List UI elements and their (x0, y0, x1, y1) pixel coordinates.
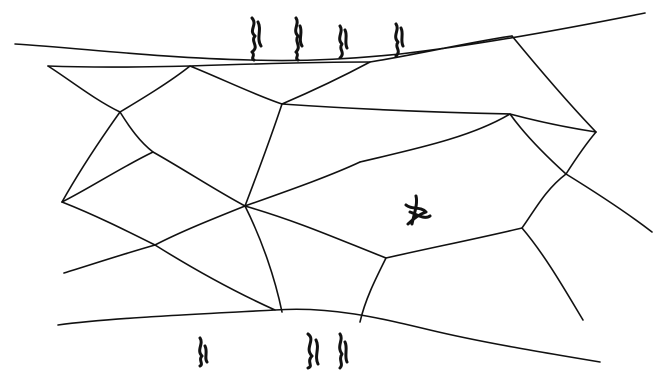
network-edge (61, 201, 156, 246)
bottom-boundary-line (57, 308, 601, 363)
network-edge (61, 151, 154, 203)
network-edge (154, 244, 276, 311)
figure-center (404, 194, 432, 226)
network-edge (244, 161, 361, 207)
network-edge (359, 113, 511, 163)
network-edge (281, 61, 371, 105)
figure-top-3 (338, 24, 349, 60)
network-edge (509, 113, 567, 175)
network-edge (47, 61, 371, 68)
network-edge (63, 244, 156, 274)
network-edge (565, 131, 597, 175)
network-edge (521, 173, 567, 229)
network-edge (521, 227, 584, 321)
network-edge (189, 65, 283, 105)
top-boundary-line (14, 12, 646, 62)
figure-top-4 (394, 22, 405, 58)
network-edge (244, 205, 283, 313)
network-edge (369, 35, 513, 63)
network-edge (511, 35, 597, 133)
network-edge (385, 227, 523, 259)
network-edge (244, 103, 283, 207)
network-edge (47, 65, 121, 113)
figure-top-2 (294, 16, 304, 62)
network-edge (509, 113, 597, 133)
network-edge (359, 257, 387, 323)
figure-top-1 (250, 16, 263, 62)
figure-bottom-3 (338, 332, 349, 370)
network-edge (119, 65, 191, 113)
network-edge (244, 205, 387, 259)
network-edge (119, 111, 154, 153)
network-edge (281, 103, 511, 115)
network-edge (152, 151, 246, 207)
figure-bottom-1 (198, 336, 209, 368)
network-edge (61, 111, 121, 203)
network-edge (154, 205, 246, 246)
figure-bottom-2 (306, 332, 320, 370)
network-edge (565, 173, 653, 233)
